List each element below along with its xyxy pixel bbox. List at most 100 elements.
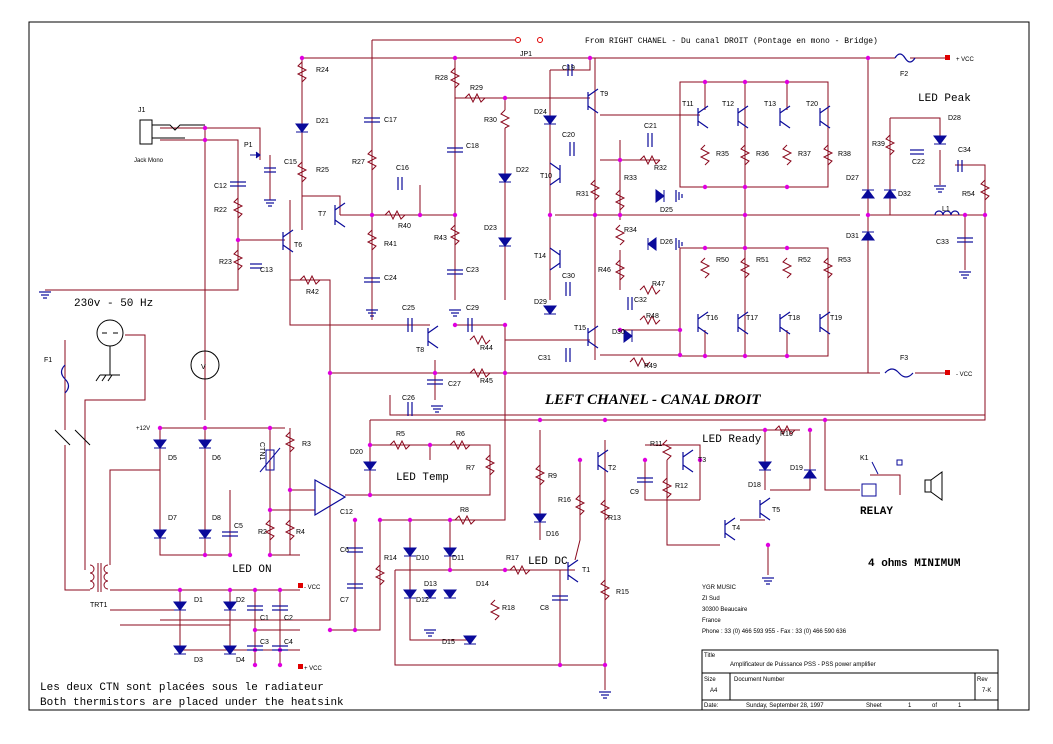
ref-label: R53 [838,257,851,264]
jack-symbol [139,119,205,145]
ref-label: R27 [352,159,365,166]
ref-label: T15 [574,325,586,332]
jack-label: Jack Mono [134,158,164,164]
plus-vcc-bottom: + VCC [304,666,323,672]
ref-label: C13 [260,267,273,274]
ref-label: T10 [540,173,552,180]
ref-label: J1 [138,107,146,114]
ref-label: R54 [962,191,975,198]
ref-label: R47 [652,281,665,288]
ref-label: T2 [608,465,616,472]
ref-label: C17 [384,117,397,124]
ref-label: R39 [872,141,885,148]
ref-label: R33 [624,175,637,182]
ref-label: C12 [214,183,227,190]
ref-label: C31 [538,355,551,362]
ref-label: R9 [548,473,557,480]
relay-coil [861,459,903,497]
ref-label: C33 [936,239,949,246]
ground-symbols [39,185,971,699]
meter-label: V [201,364,206,371]
tb-rev-label: Rev [977,677,988,683]
ref-label: R29 [470,85,483,92]
ref-label: F1 [44,357,52,364]
ref-label: C18 [466,143,479,150]
transistors [282,88,831,583]
ref-label: C34 [958,147,971,154]
ref-label: C29 [466,305,479,312]
ref-label: R32 [654,165,667,172]
tb-date: Sunday, September 28, 1997 [746,703,824,709]
led-on-label: LED ON [232,564,272,576]
ref-label: T3 [698,457,706,464]
speaker [924,471,943,501]
ref-label: R24 [316,67,329,74]
note-french: Les deux CTN sont placées sous le radiat… [40,682,324,694]
ref-label: D28 [948,115,961,122]
pot-arrow [250,151,261,159]
note-english: Both thermistors are placed under the he… [40,697,344,709]
ref-label: D26 [660,239,673,246]
ref-label: D15 [442,639,455,646]
ref-label: R11 [650,441,662,448]
ref-label: T9 [600,91,608,98]
ref-label: T18 [788,315,800,322]
ref-label: D21 [316,118,329,125]
ref-label: C22 [912,159,925,166]
ref-label: D1 [194,597,203,604]
plus-12v-label: +12V [136,426,150,432]
ref-label: T5 [772,507,780,514]
tb-sheet: 1 [908,703,912,709]
ref-label: R48 [646,313,659,320]
ref-label: C9 [630,489,639,496]
ref-label: T16 [706,315,718,322]
ref-label: R10 [780,431,793,438]
ref-label: C7 [340,597,349,604]
tb-of: 1 [958,703,962,709]
ref-label: D27 [846,175,859,182]
ref-label: CTN1 [258,442,265,460]
plus-vcc-top: + VCC [956,57,975,63]
tb-of-label: of [932,703,937,709]
minus-vcc-right: - VCC [956,372,973,378]
ref-label: R42 [306,289,319,296]
ref-label: R35 [716,151,729,158]
ref-label: R4 [296,529,305,536]
main-title: LEFT CHANEL - CANAL DROIT [544,392,761,408]
wires [45,39,986,690]
thermistor [259,447,281,473]
ref-label: C3 [260,639,269,646]
ref-label: R18 [502,605,515,612]
ref-label: R52 [798,257,811,264]
ref-label: R23 [219,259,232,266]
ref-label: C1 [260,615,269,622]
resistors [232,61,991,621]
tb-rev: 7-K [982,688,991,694]
ref-label: R45 [480,378,493,385]
ref-label: D11 [452,555,464,562]
component-labels: R24 D21 R25 J1 P1 C15 C12 R22 R23 C13 T6… [44,65,975,664]
jumper-label: JP1 [520,51,532,58]
ref-label: C30 [562,273,575,280]
ref-label: C20 [562,132,575,139]
ref-label: D23 [484,225,497,232]
ref-label: R41 [384,241,397,248]
inductor [934,210,960,216]
ref-label: D8 [212,515,221,522]
ref-label: D7 [168,515,177,522]
ref-label: TRT1 [90,602,107,609]
ref-label: T11 [682,101,694,108]
ref-label: D20 [350,449,363,456]
ref-label: F2 [900,71,908,78]
ref-label: R44 [480,345,493,352]
ref-label: R30 [484,117,497,124]
ref-label: T13 [764,101,776,108]
ref-label: D6 [212,455,221,462]
ref-label: L1 [942,206,950,213]
ref-label: D4 [236,657,245,664]
op-amp [314,478,347,517]
minus-vcc-bottom: - VCC [304,585,321,591]
ref-label: D18 [748,482,761,489]
led-temp-label: LED Temp [396,472,449,484]
voltmeter [190,350,220,380]
